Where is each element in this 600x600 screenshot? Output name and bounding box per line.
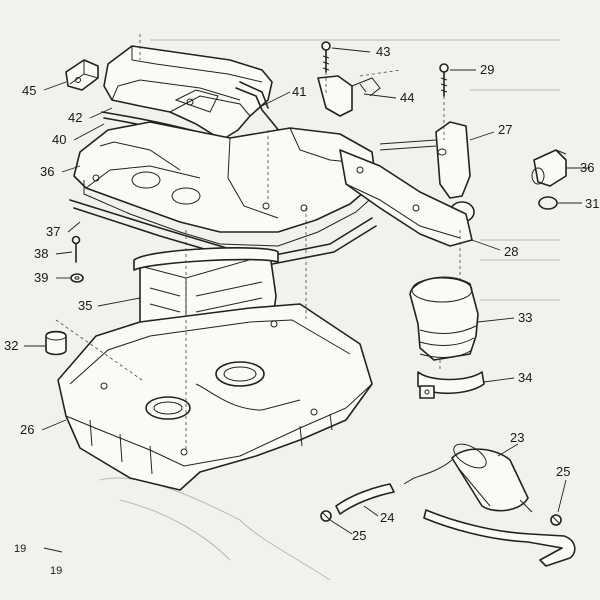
callout-34: 34 [518, 370, 532, 385]
part-28-plate [339, 149, 473, 247]
callout-42: 42 [68, 110, 82, 125]
part-31-o-ring [538, 196, 558, 210]
callout-labels: 43 29 45 41 44 42 27 40 36 36 31 37 28 3… [4, 44, 599, 577]
part-45-bracket [65, 59, 99, 91]
leader-lines [24, 47, 590, 553]
callout-35: 35 [78, 298, 92, 313]
callout-40: 40 [52, 132, 66, 147]
callout-25: 25 [352, 528, 366, 543]
callout-25-right: 25 [556, 464, 570, 479]
callout-31: 31 [585, 196, 599, 211]
callout-45: 45 [22, 83, 36, 98]
callout-44: 44 [400, 90, 414, 105]
callout-43: 43 [376, 44, 390, 59]
part-30-elbow [531, 149, 567, 187]
callout-39: 39 [34, 270, 48, 285]
part-42-intake-duct [103, 45, 273, 141]
part-33-boot [409, 276, 479, 361]
part-34-clamp [417, 371, 485, 399]
callout-26: 26 [20, 422, 34, 437]
part-26-lower-case [57, 303, 373, 491]
part-43-bolt [321, 41, 331, 73]
part-23-fuel-filter [403, 443, 533, 513]
callout-27: 27 [498, 122, 512, 137]
part-25-hose-right [423, 509, 576, 567]
callout-36: 36 [40, 164, 54, 179]
callout-23: 23 [510, 430, 524, 445]
part-25-clip-right [550, 514, 562, 526]
part-39-washer [70, 273, 84, 283]
part-29-screw [439, 63, 449, 97]
callout-37: 37 [46, 224, 60, 239]
callout-28: 28 [504, 244, 518, 259]
callout-19b: 19 [50, 565, 62, 577]
callout-38: 38 [34, 246, 48, 261]
callout-41: 41 [292, 84, 306, 99]
callout-29: 29 [480, 62, 494, 77]
part-44-mount [317, 75, 381, 117]
part-24-hose [335, 483, 395, 515]
part-38-bolt [71, 235, 81, 263]
callout-19: 19 [14, 543, 26, 555]
assembly-dashed-lines [55, 34, 461, 450]
callout-33: 33 [518, 310, 532, 325]
part-41-strap [235, 81, 281, 133]
part-32-grommet [45, 330, 67, 356]
part-25-clip-left [320, 510, 332, 522]
callout-32: 32 [4, 338, 18, 353]
callout-24: 24 [380, 510, 394, 525]
callout-36-right: 36 [580, 160, 594, 175]
part-36-upper-case [73, 121, 377, 247]
